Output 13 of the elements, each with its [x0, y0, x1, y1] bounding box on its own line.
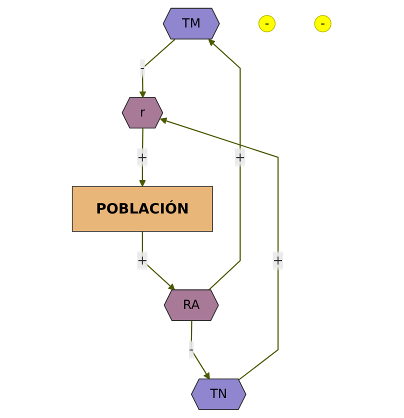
arrow	[142, 231, 176, 291]
edge-label: -	[189, 342, 194, 357]
node-box: POBLACIÓN	[72, 186, 214, 232]
edge-label: +	[273, 252, 284, 268]
arrow	[208, 39, 242, 291]
node-circle: -	[314, 15, 332, 32]
edge-label: +	[137, 252, 148, 268]
node-circle: -	[258, 15, 276, 32]
edge-label: +	[137, 149, 148, 164]
edge-label: +	[235, 149, 246, 164]
arrow	[160, 118, 279, 380]
edge-label: -	[140, 60, 146, 76]
arrow	[191, 320, 210, 380]
